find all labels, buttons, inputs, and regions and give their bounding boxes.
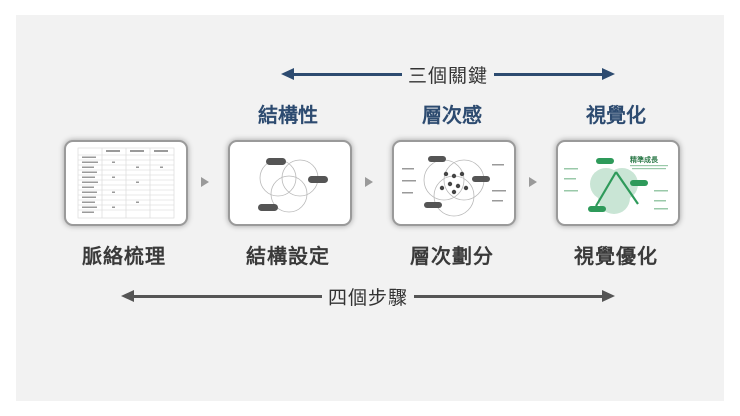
thumbnail-visual: 精準成長 [556,140,680,226]
keyword-layering: 層次感 [422,103,482,127]
thumbnail-venn [228,140,352,226]
venn-outline-graphic [258,158,328,213]
top-arrow-label: 三個關鍵 [402,61,495,88]
thumbnail-layered [392,140,516,226]
arrow-left-head [121,290,134,302]
arrow-right-head [602,290,615,302]
thumbnail-table [64,140,188,226]
step-label-4: 視覺優化 [574,244,658,268]
step-arrow-2 [365,177,373,187]
table-sheet-graphic [77,147,175,219]
bottom-arrow-label: 四個步驟 [322,283,415,310]
keyword-visualization: 視覺化 [586,103,646,127]
keyword-structure: 結構性 [258,103,318,127]
step-arrow-3 [529,177,537,187]
step-arrow-1 [201,177,209,187]
step-label-3: 層次劃分 [410,244,494,268]
step-label-2: 結構設定 [246,244,330,268]
arrow-left-head [281,68,294,80]
step-label-1: 脈絡梳理 [82,244,166,268]
arrow-right-head [602,68,615,80]
colored-diagram-graphic: 精準成長 [564,155,668,214]
layered-venn-graphic [402,156,506,217]
thumb-heading: 精準成長 [630,155,659,164]
